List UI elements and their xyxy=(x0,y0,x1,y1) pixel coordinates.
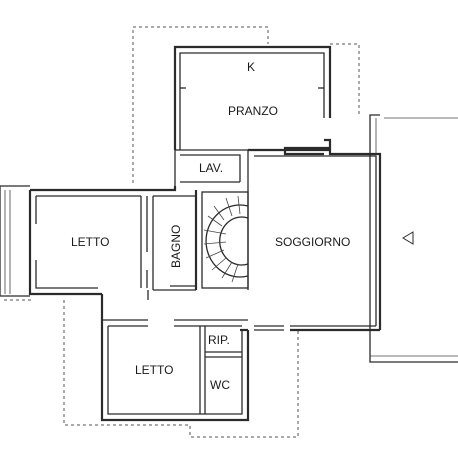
room-label-living: SOGGIORNO xyxy=(275,235,350,249)
dining-block-walls xyxy=(173,45,332,156)
laundry-walls xyxy=(174,149,249,190)
room-label-kitchen: K xyxy=(247,60,255,74)
dashed-outlines xyxy=(4,26,360,438)
room-label-wc: WC xyxy=(210,378,230,392)
room-label-dining: PRANZO xyxy=(228,104,278,118)
bottom-block-walls xyxy=(100,290,250,422)
room-label-bedroom-left: LETTO xyxy=(71,235,109,249)
right-terrace xyxy=(369,114,458,363)
room-label-storage: RIP. xyxy=(208,333,230,347)
left-bedroom-walls xyxy=(28,186,177,296)
left-balcony xyxy=(0,185,30,297)
triangle-left-icon xyxy=(402,231,414,245)
spiral-staircase-icon xyxy=(201,188,249,290)
room-label-laundry: LAV. xyxy=(199,161,223,175)
main-walls xyxy=(240,148,382,332)
room-label-bathroom: BAGNO xyxy=(169,225,183,268)
room-label-bedroom-bottom: LETTO xyxy=(135,363,173,377)
bathroom-walls xyxy=(152,190,198,291)
